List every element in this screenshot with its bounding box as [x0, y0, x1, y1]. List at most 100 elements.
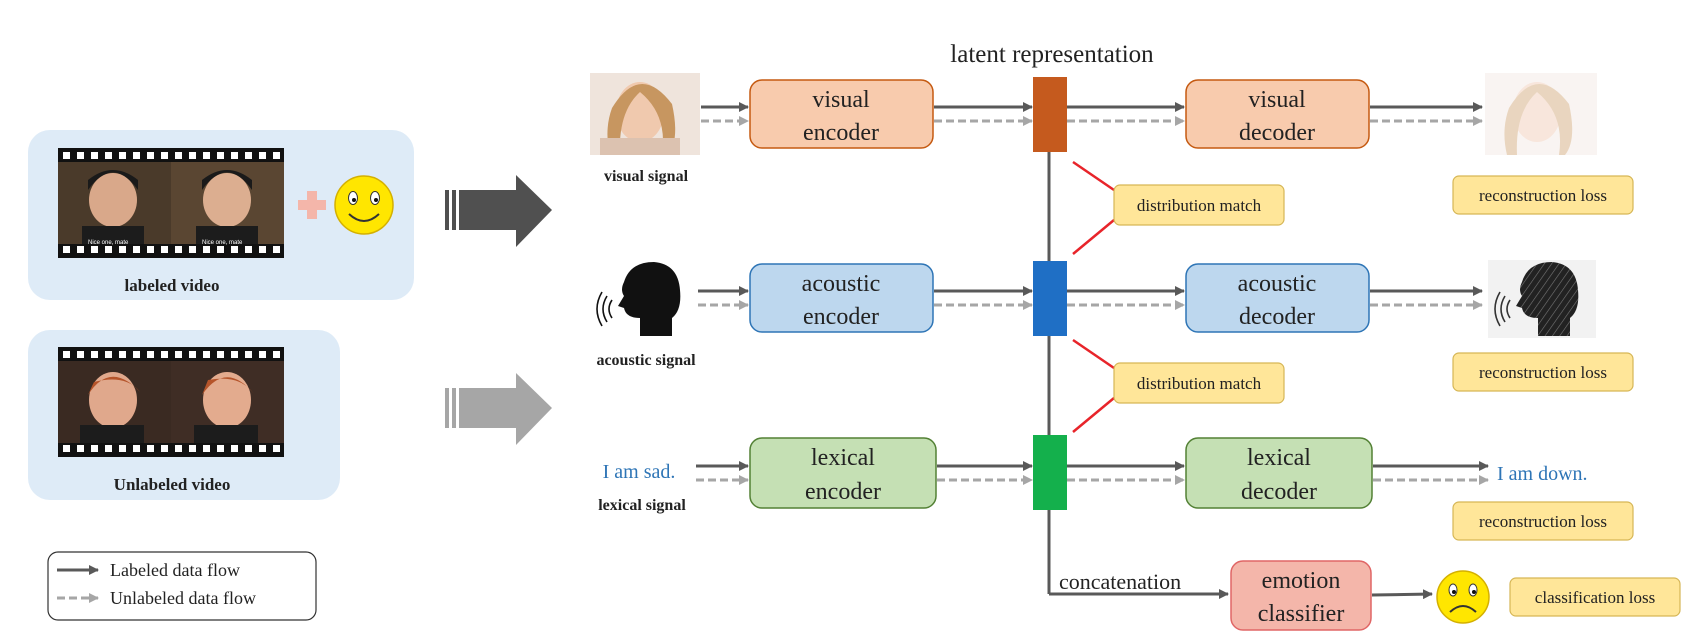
film-sprocket-hole	[77, 351, 84, 358]
film-sprocket-hole	[119, 152, 126, 159]
classifier-output-arrow	[1371, 589, 1433, 600]
film-sprocket-hole	[217, 152, 224, 159]
labeled-block-arrow	[445, 175, 552, 247]
visual-decoder-box: visual decoder	[1185, 79, 1370, 149]
visual-encoder-label-2: encoder	[803, 120, 879, 146]
lexical-output-text: I am down.	[1497, 463, 1588, 485]
film-sprocket-hole	[161, 445, 168, 452]
lexical-signal-label: lexical signal	[598, 497, 686, 514]
lexical-encoder-box: lexical encoder	[749, 437, 937, 509]
unlabeled-film-strip	[58, 347, 284, 457]
acoustic-latent-block	[1033, 261, 1067, 336]
film-sprocket-hole	[203, 351, 210, 358]
film-sprocket-hole	[203, 246, 210, 253]
acoustic-decoder-box: acoustic decoder	[1185, 263, 1370, 333]
film-sprocket-hole	[231, 351, 238, 358]
lexical-latent-block	[1033, 435, 1067, 510]
film-sprocket-hole	[105, 152, 112, 159]
film-sprocket-hole	[245, 246, 252, 253]
film-sprocket-hole	[63, 351, 70, 358]
visual-decoder-label-2: decoder	[1239, 120, 1315, 146]
film-sprocket-hole	[105, 445, 112, 452]
concatenation-label: concatenation	[1059, 569, 1181, 594]
emotion-classifier-label-1: emotion	[1262, 568, 1341, 594]
film-sprocket-hole	[91, 152, 98, 159]
film-sprocket-hole	[189, 351, 196, 358]
acoustic-encoder-label-2: encoder	[803, 304, 879, 330]
lexical-decoder-label-1: lexical	[1247, 445, 1311, 471]
legend: Labeled data flow Unlabeled data flow	[47, 551, 317, 621]
visual-reconstruction-loss-label: reconstruction loss	[1479, 186, 1607, 205]
legend-labeled-label: Labeled data flow	[110, 560, 240, 580]
film-sprocket-hole	[147, 152, 154, 159]
film-sprocket-hole	[91, 351, 98, 358]
smiley-sad-icon	[1436, 570, 1490, 624]
emotion-classifier-box: emotion classifier	[1230, 560, 1372, 631]
unlabeled-video-panel: Unlabeled video	[28, 330, 340, 500]
visual-reconstruction-loss-box: reconstruction loss	[1452, 175, 1634, 215]
film-sprocket-hole	[175, 351, 182, 358]
subtitle-text-1: Nice one, mate	[88, 240, 129, 246]
labeled-video-caption: labeled video	[125, 276, 220, 295]
acoustic-decoder-label-2: decoder	[1239, 304, 1315, 330]
distribution-match-line-2a	[1072, 338, 1115, 370]
labeled-video-panel: Nice one, mate Nice one, mate labeled vi…	[28, 130, 414, 300]
acoustic-encoder-label-1: acoustic	[802, 271, 881, 297]
film-sprocket-hole	[273, 351, 280, 358]
film-sprocket-hole	[259, 351, 266, 358]
film-sprocket-hole	[217, 351, 224, 358]
acoustic-reconstruction-image	[1488, 260, 1596, 338]
film-sprocket-hole	[133, 152, 140, 159]
lexical-input-text: I am sad.	[603, 461, 676, 483]
lexical-encoder-label-1: lexical	[811, 445, 875, 471]
film-sprocket-hole	[105, 351, 112, 358]
film-sprocket-hole	[175, 445, 182, 452]
film-sprocket-hole	[77, 246, 84, 253]
lexical-encoder-label-2: encoder	[805, 479, 881, 505]
film-sprocket-hole	[245, 445, 252, 452]
distribution-match-line-2b	[1072, 397, 1115, 433]
film-sprocket-hole	[119, 246, 126, 253]
lexical-reconstruction-loss-label: reconstruction loss	[1479, 512, 1607, 531]
film-sprocket-hole	[217, 445, 224, 452]
smiley-happy-icon	[334, 175, 394, 235]
distribution-match-box-1: distribution match	[1113, 184, 1285, 226]
film-sprocket-hole	[231, 246, 238, 253]
film-sprocket-hole	[231, 152, 238, 159]
acoustic-encoder-box: acoustic encoder	[749, 263, 934, 333]
film-sprocket-hole	[189, 152, 196, 159]
film-sprocket-hole	[259, 246, 266, 253]
lexical-reconstruction-loss-box: reconstruction loss	[1452, 501, 1634, 541]
film-sprocket-hole	[189, 445, 196, 452]
film-sprocket-hole	[147, 351, 154, 358]
film-sprocket-hole	[161, 246, 168, 253]
film-sprocket-hole	[63, 445, 70, 452]
distribution-match-box-2: distribution match	[1113, 362, 1285, 404]
film-sprocket-hole	[133, 445, 140, 452]
film-sprocket-hole	[217, 246, 224, 253]
classification-loss-box: classification loss	[1509, 577, 1681, 617]
latent-representation-title: latent representation	[950, 41, 1154, 68]
distribution-match-label-1: distribution match	[1137, 196, 1262, 215]
film-sprocket-hole	[77, 445, 84, 452]
film-sprocket-hole	[63, 152, 70, 159]
acoustic-reconstruction-loss-box: reconstruction loss	[1452, 352, 1634, 392]
film-sprocket-hole	[231, 445, 238, 452]
distribution-match-label-2: distribution match	[1137, 374, 1262, 393]
visual-encoder-label-1: visual	[812, 87, 870, 113]
lexical-decoder-box: lexical decoder	[1185, 437, 1373, 509]
film-sprocket-hole	[189, 246, 196, 253]
unlabeled-video-caption: Unlabeled video	[114, 475, 231, 494]
film-sprocket-hole	[133, 351, 140, 358]
acoustic-reconstruction-loss-label: reconstruction loss	[1479, 363, 1607, 382]
film-sprocket-hole	[259, 152, 266, 159]
film-sprocket-hole	[119, 351, 126, 358]
film-sprocket-hole	[161, 351, 168, 358]
visual-signal-label: visual signal	[604, 168, 689, 185]
film-sprocket-hole	[147, 246, 154, 253]
film-sprocket-hole	[245, 152, 252, 159]
visual-reconstruction-image	[1485, 73, 1597, 155]
acoustic-signal-label: acoustic signal	[596, 352, 696, 369]
film-sprocket-hole	[77, 152, 84, 159]
